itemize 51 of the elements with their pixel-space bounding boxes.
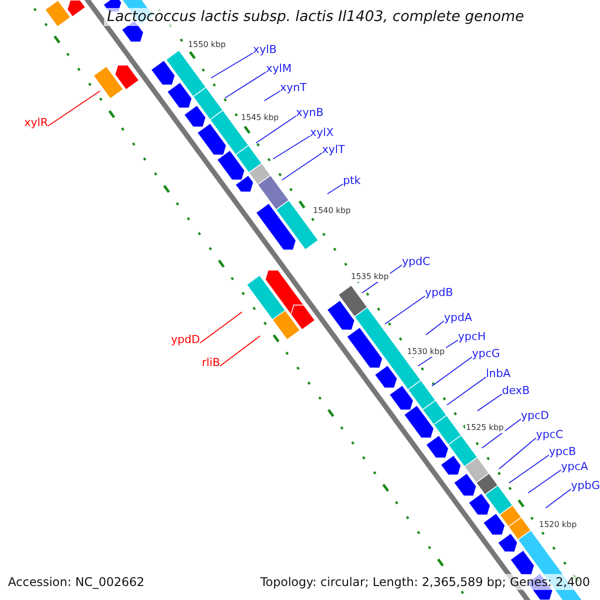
gene-label: xylM — [266, 62, 292, 76]
leader-line — [272, 136, 310, 160]
leader-line — [224, 72, 266, 98]
tick-label: 1535 kbp — [350, 272, 390, 282]
tick-label: 1545 kbp — [240, 113, 280, 123]
gene-label: xynB — [296, 106, 324, 120]
gene-label: xylR — [24, 116, 48, 130]
leader-line — [282, 152, 322, 180]
accession-text: Accession: NC_002662 — [6, 574, 146, 590]
gene-label: ypdB — [425, 286, 454, 300]
leader-line — [200, 312, 242, 344]
leader-line — [508, 454, 550, 484]
leader-line — [210, 52, 254, 78]
genome-info-text: Topology: circular; Length: 2,365,589 bp; Genes: 2,400 — [258, 574, 592, 590]
leader-line — [256, 116, 296, 144]
gene-label: ypcB — [549, 445, 576, 459]
gene-label: dexB — [502, 384, 530, 398]
leader-line — [498, 438, 536, 470]
leader-line — [220, 336, 260, 366]
leader-line — [545, 488, 572, 508]
gene-label: ypbG — [571, 479, 600, 493]
gene-label: ypcG — [472, 347, 500, 361]
leader-line — [446, 376, 486, 406]
gene-label: xynT — [280, 81, 307, 95]
tick-label: 1550 kbp — [187, 40, 227, 50]
gene-label: ptk — [343, 174, 361, 188]
gene-label: ypcC — [536, 428, 564, 442]
tick-label: 1540 kbp — [312, 206, 352, 216]
gene-label: ypcD — [521, 409, 550, 423]
gene-label: ypdD — [171, 333, 200, 347]
leader-line — [48, 90, 100, 126]
tick-label: 1530 kbp — [406, 347, 446, 357]
leader-line — [477, 394, 502, 412]
tick-label: 1520 kbp — [538, 520, 578, 530]
leader-line — [528, 470, 562, 494]
gene-label: ypcH — [458, 330, 486, 344]
gene-label: ypcA — [561, 460, 588, 474]
leader-line — [426, 320, 444, 336]
gene-label: lnbA — [486, 367, 511, 381]
tick-label: 1525 kbp — [465, 423, 505, 433]
gene-label: xylB — [253, 43, 277, 57]
gene-label: xylX — [310, 126, 334, 140]
gene-label: xylT — [322, 143, 345, 157]
leader-line — [326, 184, 344, 194]
gene-label: ypdC — [402, 255, 430, 269]
leader-line — [264, 90, 280, 102]
leader-line — [384, 296, 426, 324]
gene-label: rliB — [202, 356, 220, 370]
leader-line — [482, 418, 522, 448]
leader-line — [432, 356, 472, 386]
gene-label: ypdA — [444, 311, 472, 325]
